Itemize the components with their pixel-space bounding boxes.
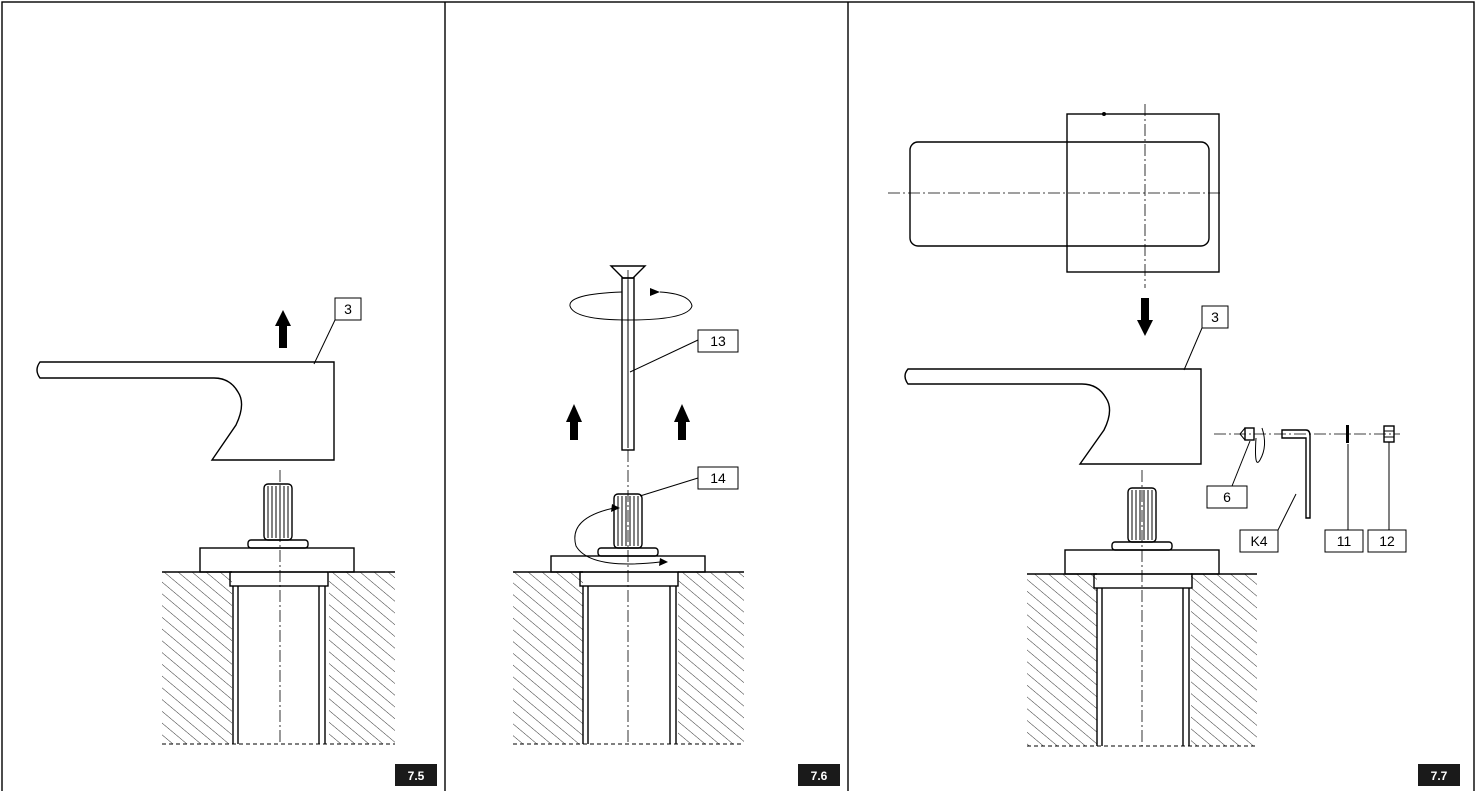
callout-k4: K4 [1239, 493, 1297, 553]
ground-section [1027, 573, 1257, 747]
callout-6: 6 [1206, 440, 1251, 509]
callout-label: 12 [1379, 533, 1395, 549]
callout-11: 11 [1324, 444, 1364, 553]
panel-7-6: 13 14 7.6 [513, 265, 840, 786]
washer-part-11 [1346, 425, 1349, 443]
callout-12: 12 [1367, 442, 1407, 553]
lever-part-3 [36, 361, 335, 461]
figure-tag-7-5: 7.5 [395, 764, 437, 786]
callout-14: 14 [639, 466, 739, 497]
tube [579, 571, 679, 744]
callout-label: 14 [710, 470, 726, 486]
figure-tag-7-7: 7.7 [1418, 764, 1460, 786]
arrow-up-icon [674, 404, 690, 440]
callout-3: 3 [313, 297, 362, 365]
arrow-up-icon [275, 310, 291, 348]
lever-part-3 [904, 368, 1202, 465]
tube [1093, 573, 1193, 746]
figure-tag-7-6: 7.6 [798, 764, 840, 786]
svg-text:7.6: 7.6 [811, 769, 828, 783]
tube [229, 571, 329, 744]
lever-top-view [888, 104, 1222, 288]
svg-text:7.7: 7.7 [1431, 769, 1448, 783]
callout-13: 13 [629, 329, 739, 373]
spindle [247, 483, 309, 549]
arrow-down-icon [1137, 298, 1153, 336]
rotation-arrow-icon [574, 504, 668, 566]
base-plate [199, 547, 355, 573]
callout-label: K4 [1250, 533, 1267, 549]
callout-label: 6 [1223, 489, 1231, 505]
svg-text:7.5: 7.5 [408, 769, 425, 783]
rotation-arrow-icon [569, 288, 693, 321]
callout-label: 3 [1211, 309, 1219, 325]
callout-3: 3 [1183, 305, 1229, 371]
screw-part-13 [609, 265, 647, 451]
callout-label: 11 [1337, 533, 1352, 549]
panel-7-7: 3 6 K4 11 [888, 104, 1460, 786]
callout-label: 13 [710, 333, 726, 349]
ground-section [513, 571, 744, 745]
panel-7-5: 3 7.5 [36, 297, 437, 786]
callout-label: 3 [344, 301, 352, 317]
allen-key-k4 [1281, 429, 1311, 519]
arrow-up-icon [566, 404, 582, 440]
ground-section [162, 571, 395, 745]
set-screw-part-6 [1239, 427, 1266, 463]
